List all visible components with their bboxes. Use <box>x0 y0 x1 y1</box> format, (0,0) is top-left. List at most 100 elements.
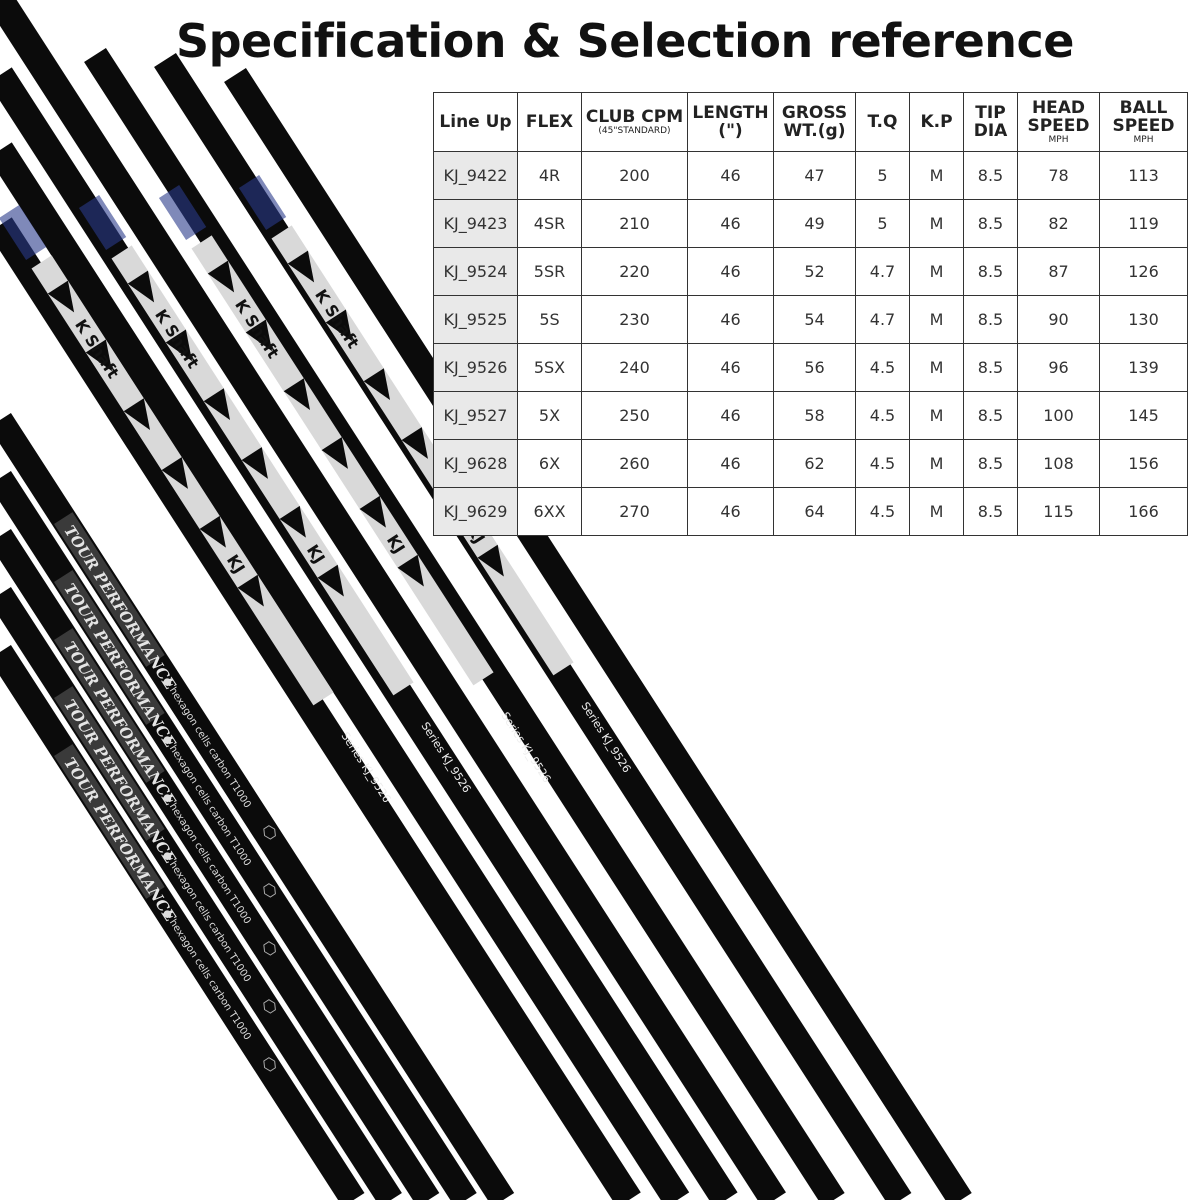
shaft <box>0 644 365 1200</box>
flame-mark <box>287 250 315 283</box>
accent-band <box>0 205 47 261</box>
header-label: CLUB CPM <box>585 107 684 127</box>
table-cell: 90 <box>1017 295 1100 344</box>
header-sublabel: MPH <box>1048 135 1069 145</box>
table-cell: 8.5 <box>963 247 1018 296</box>
flame-mark <box>199 515 226 548</box>
table-cell: M <box>909 439 964 488</box>
model-cell: KJ_9527 <box>433 391 518 440</box>
shaft <box>224 67 972 1200</box>
grey-band <box>54 628 165 783</box>
table-cell: 56 <box>773 343 856 392</box>
table-cell: 8.5 <box>963 487 1018 536</box>
flame-mark <box>359 495 386 528</box>
table-cell: 166 <box>1099 487 1188 536</box>
table-cell: 108 <box>1017 439 1100 488</box>
table-cell: 46 <box>687 439 774 488</box>
table-cell: 4.7 <box>855 295 910 344</box>
model-cell: KJ_9628 <box>433 439 518 488</box>
model-cell: KJ_9629 <box>433 487 518 536</box>
table-cell: 96 <box>1017 343 1100 392</box>
flame-mark <box>237 574 264 607</box>
table-cell: 260 <box>581 439 688 488</box>
table-cell: 5 <box>855 199 910 248</box>
table-cell: M <box>909 199 964 248</box>
table-cell: 5X <box>517 391 582 440</box>
table-cell: 139 <box>1099 343 1188 392</box>
flame-mark <box>127 270 155 303</box>
flame-mark <box>241 447 268 479</box>
header-label: HEAD SPEED <box>1027 98 1090 136</box>
table-cell: 5 <box>855 151 910 200</box>
table-cell: 5S <box>517 295 582 344</box>
model-cell: KJ_9526 <box>433 343 518 392</box>
flame-mark <box>161 457 188 489</box>
page-title: Specification & Selection reference <box>175 14 1075 68</box>
table-cell: 6XX <box>517 487 582 536</box>
flame-mark <box>397 554 424 587</box>
table-cell: 200 <box>581 151 688 200</box>
header-label: T.Q <box>867 112 898 132</box>
model-cell: KJ_9524 <box>433 247 518 296</box>
flame-mark <box>279 505 306 538</box>
table-cell: 8.5 <box>963 295 1018 344</box>
flame-mark <box>165 329 193 362</box>
hexagon-icon <box>263 999 276 1014</box>
table-cell: 8.5 <box>963 391 1018 440</box>
table-cell: 46 <box>687 151 774 200</box>
table-cell: 52 <box>773 247 856 296</box>
table-cell: 49 <box>773 199 856 248</box>
grey-band <box>54 512 165 667</box>
table-cell: 46 <box>687 247 774 296</box>
hexagon-icon <box>263 1057 276 1072</box>
table-cell: 5SX <box>517 343 582 392</box>
table-cell: 4.5 <box>855 343 910 392</box>
table-cell: 46 <box>687 391 774 440</box>
table-cell: 130 <box>1099 295 1188 344</box>
table-header-cell: TIP DIA <box>963 92 1018 152</box>
flame-mark <box>245 319 273 352</box>
table-header-cell: Line Up <box>433 92 518 152</box>
model-cell: KJ_9423 <box>433 199 518 248</box>
flame-mark <box>317 564 344 597</box>
header-label: FLEX <box>525 112 574 132</box>
flame-mark <box>47 280 75 313</box>
table-cell: 47 <box>773 151 856 200</box>
flame-mark <box>325 309 353 342</box>
table-cell: 4R <box>517 151 582 200</box>
flame-mark <box>283 378 310 410</box>
table-cell: 78 <box>1017 151 1100 200</box>
table-header-cell: K.P <box>909 92 964 152</box>
hexagon-icon <box>263 941 276 956</box>
table-cell: M <box>909 247 964 296</box>
table-cell: 4.5 <box>855 439 910 488</box>
table-cell: 4.7 <box>855 247 910 296</box>
lower-shafts: TOUR PERFORMANCE● hexagon cells carbon T… <box>0 412 515 1200</box>
table-cell: 62 <box>773 439 856 488</box>
flame-mark <box>203 388 230 420</box>
table-cell: 100 <box>1017 391 1100 440</box>
header-label: K.P <box>920 112 953 132</box>
table-cell: 87 <box>1017 247 1100 296</box>
table-cell: 46 <box>687 199 774 248</box>
table-cell: 5SR <box>517 247 582 296</box>
flame-mark <box>85 339 113 372</box>
table-cell: 58 <box>773 391 856 440</box>
flame-mark <box>401 427 428 459</box>
spec-table: Line Up FLEX CLUB CPM(45"STANDARD) LENGTH (… <box>433 92 1188 536</box>
header-sublabel: MPH <box>1133 135 1154 145</box>
shaft <box>0 142 690 1200</box>
table-cell: 6X <box>517 439 582 488</box>
table-cell: M <box>909 391 964 440</box>
shaft <box>0 0 786 1200</box>
table-cell: 220 <box>581 247 688 296</box>
header-label: LENGTH (") <box>692 103 769 141</box>
table-cell: M <box>909 343 964 392</box>
header-sublabel: (45"STANDARD) <box>598 126 671 136</box>
